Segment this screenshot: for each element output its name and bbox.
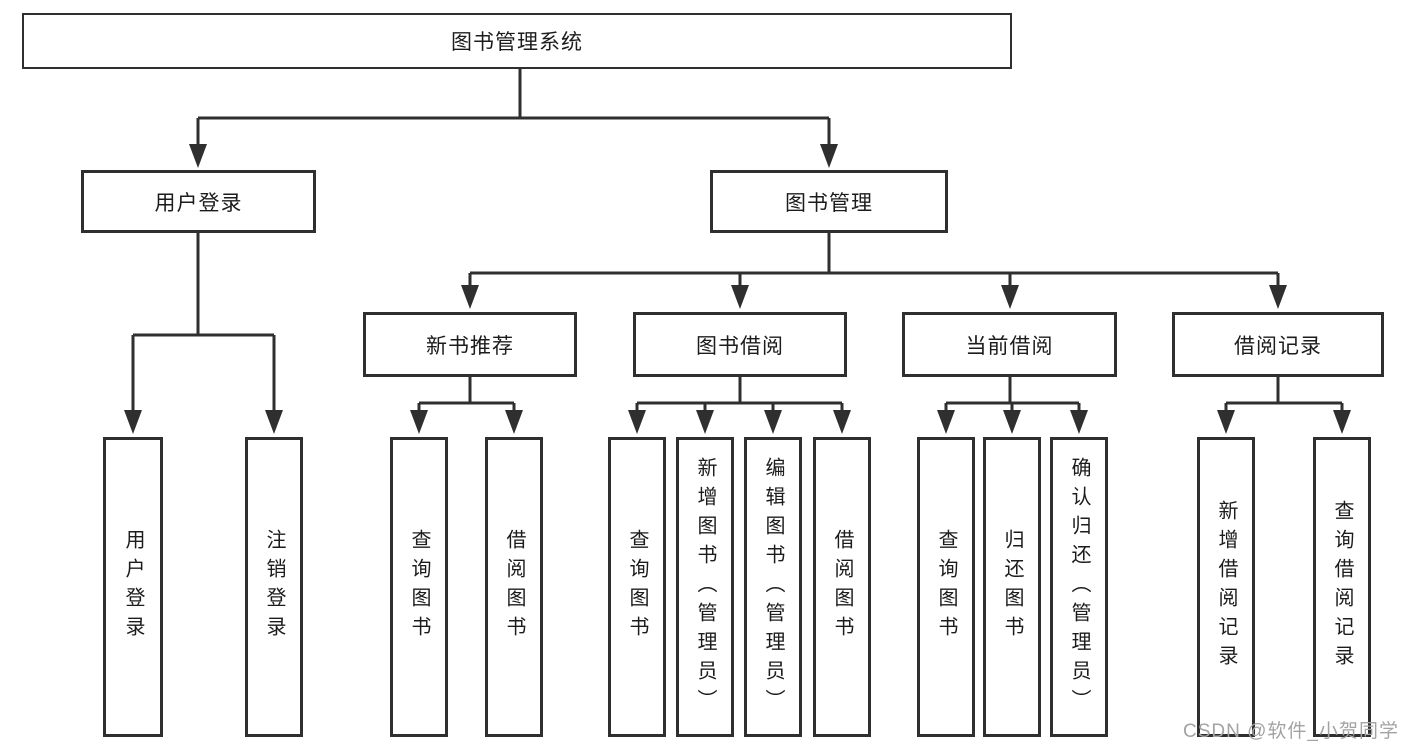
leaf-add-borrow-record: 新增借阅记录 bbox=[1197, 437, 1255, 737]
node-user-login: 用户登录 bbox=[81, 170, 316, 233]
leaf-query-books-borrow: 查询图书 bbox=[608, 437, 666, 737]
node-library-management-system: 图书管理系统 bbox=[22, 13, 1012, 69]
node-current-borrow: 当前借阅 bbox=[902, 312, 1117, 377]
node-label: 查询图书 bbox=[935, 529, 957, 645]
node-label: 确认归还（管理员） bbox=[1068, 456, 1090, 718]
node-label: 图书借阅 bbox=[696, 334, 784, 358]
node-new-book-recommend: 新书推荐 bbox=[363, 312, 577, 377]
leaf-borrow-books-recommend: 借阅图书 bbox=[485, 437, 543, 737]
node-label: 新增图书（管理员） bbox=[694, 456, 716, 718]
node-book-borrow: 图书借阅 bbox=[633, 312, 847, 377]
node-label: 注销登录 bbox=[263, 529, 285, 645]
node-label: 归还图书 bbox=[1001, 529, 1023, 645]
node-label: 新增借阅记录 bbox=[1215, 500, 1237, 674]
node-label: 查询图书 bbox=[408, 529, 430, 645]
node-label: 借阅记录 bbox=[1234, 334, 1322, 358]
leaf-confirm-return-admin: 确认归还（管理员） bbox=[1050, 437, 1108, 737]
node-label: 新书推荐 bbox=[426, 334, 514, 358]
node-label: 当前借阅 bbox=[965, 334, 1054, 358]
node-label: 用户登录 bbox=[154, 191, 243, 215]
node-label: 图书管理系统 bbox=[451, 31, 583, 54]
leaf-query-books-recommend: 查询图书 bbox=[390, 437, 448, 737]
leaf-add-books-admin: 新增图书（管理员） bbox=[676, 437, 734, 737]
leaf-logout: 注销登录 bbox=[245, 437, 303, 737]
leaf-return-books: 归还图书 bbox=[983, 437, 1041, 737]
node-label: 查询图书 bbox=[626, 529, 648, 645]
node-label: 编辑图书（管理员） bbox=[762, 456, 784, 718]
leaf-edit-books-admin: 编辑图书（管理员） bbox=[744, 437, 802, 737]
node-label: 借阅图书 bbox=[831, 529, 853, 645]
leaf-query-borrow-record: 查询借阅记录 bbox=[1313, 437, 1371, 737]
leaf-query-books-current: 查询图书 bbox=[917, 437, 975, 737]
node-label: 用户登录 bbox=[122, 529, 144, 645]
leaf-user-login: 用户登录 bbox=[103, 437, 163, 737]
node-book-management: 图书管理 bbox=[710, 170, 948, 233]
node-label: 查询借阅记录 bbox=[1331, 500, 1353, 674]
node-label: 图书管理 bbox=[785, 191, 873, 215]
csdn-watermark: CSDN @软件_小贺同学 bbox=[1183, 721, 1399, 742]
leaf-borrow-books: 借阅图书 bbox=[813, 437, 871, 737]
node-label: 借阅图书 bbox=[503, 529, 525, 645]
node-borrow-records: 借阅记录 bbox=[1172, 312, 1384, 377]
